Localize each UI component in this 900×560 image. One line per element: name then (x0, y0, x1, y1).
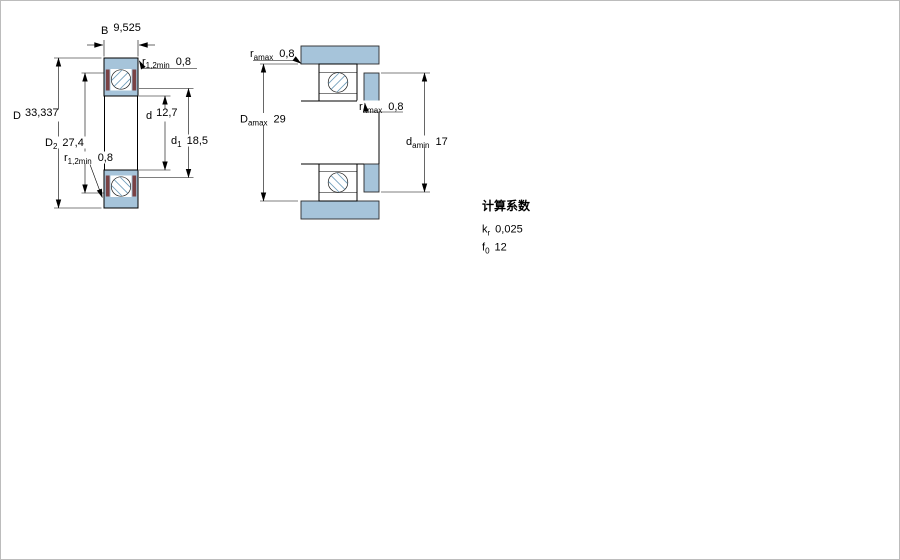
leader-r-top (139, 60, 197, 70)
seal-right (132, 69, 137, 91)
seal-left (105, 69, 110, 91)
dimension-d (139, 95, 171, 171)
ball-hatching (111, 69, 131, 90)
mounted-bearing-half (318, 63, 358, 102)
dimension-d1 (139, 88, 194, 178)
factors-title: 计算系数 (482, 198, 531, 213)
bearing-section-half (103, 57, 139, 97)
label-bg (170, 134, 210, 147)
dimension-Da (260, 63, 298, 202)
label-bg (145, 109, 179, 122)
label-bg (44, 136, 88, 149)
label-bg (357, 100, 405, 113)
ball-hatching (328, 72, 348, 93)
label-bg (63, 151, 125, 164)
dimension-D2 (81, 72, 104, 194)
bearing-half-outline (103, 57, 139, 97)
leader-ra-top (253, 56, 302, 64)
shaft-shoulder-bottom (363, 163, 380, 193)
dimension-D (54, 57, 102, 209)
dimension-da (381, 72, 430, 193)
housing-shoulder-top (300, 45, 380, 65)
label-bg (12, 109, 60, 122)
bearing-section-half-mirrored (104, 170, 138, 208)
mounted-bearing-half-mirrored (319, 164, 357, 204)
label-bg (238, 113, 292, 125)
shaft-shoulder-top (363, 72, 380, 102)
dimension-B (87, 40, 155, 57)
housing-shoulder-bottom (300, 200, 380, 220)
leader-r-bottom (89, 164, 103, 198)
leader-ra-mid (363, 102, 403, 113)
label-bg (404, 135, 451, 148)
